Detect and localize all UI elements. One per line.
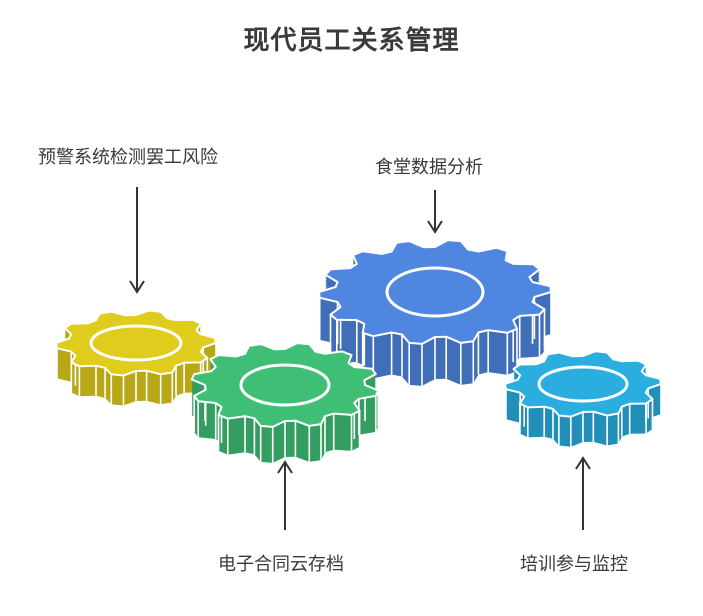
gear-canteen <box>318 239 552 386</box>
arrow-canteen-head <box>427 220 443 234</box>
gear-warning <box>55 309 217 406</box>
gear-training-hole <box>537 365 629 403</box>
label-contract: 电子合同云存档 <box>218 554 344 575</box>
label-canteen: 食堂数据分析 <box>375 157 483 178</box>
label-training: 培训参与监控 <box>520 554 628 575</box>
arrow-contract-head <box>277 460 293 474</box>
gear-contract-hole <box>239 363 331 407</box>
arrow-training-head <box>575 456 591 470</box>
page-title: 现代员工关系管理 <box>243 26 460 56</box>
arrow-down-warning <box>129 187 145 294</box>
gear-contract <box>190 342 380 463</box>
gear-warning-hole <box>89 324 183 362</box>
label-warning: 预警系统检测罢工风险 <box>38 147 218 168</box>
gear-training <box>504 350 662 447</box>
arrow-up-contract <box>277 460 293 530</box>
gear-canteen-hole <box>385 266 485 318</box>
arrow-up-training <box>575 456 591 530</box>
arrow-down-canteen <box>427 190 443 234</box>
arrow-warning-head <box>129 280 145 294</box>
